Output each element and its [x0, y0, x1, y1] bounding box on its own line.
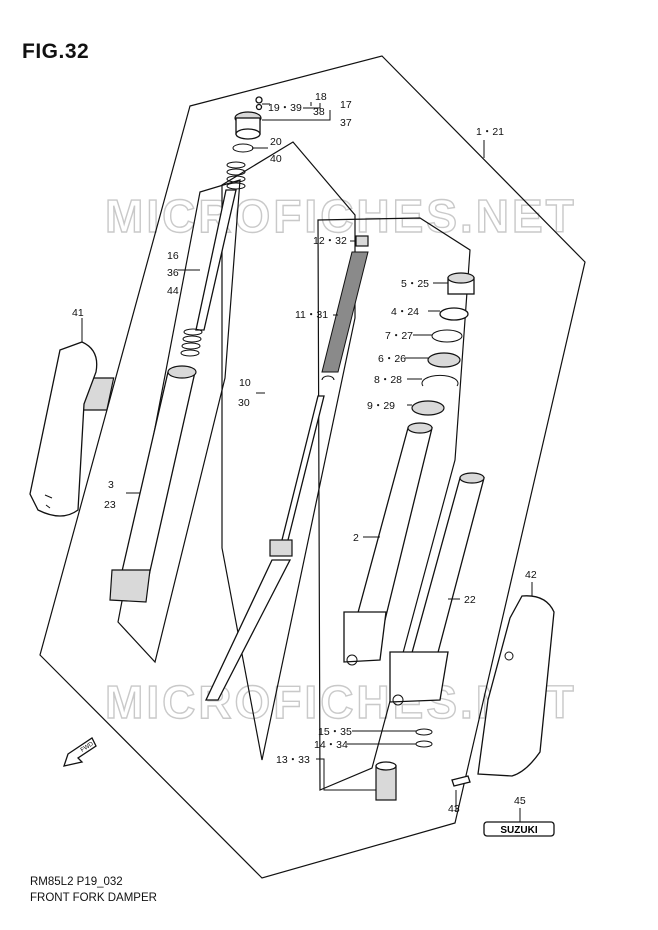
damper-rod-left — [195, 189, 237, 331]
callout-45: 45 — [514, 795, 526, 807]
callout-41: 41 — [72, 307, 84, 319]
suzuki-emblem: SUZUKI — [483, 821, 555, 837]
outer-frame — [39, 55, 586, 879]
middle-frame-cylinder — [117, 179, 241, 664]
right-frame-tubes — [317, 217, 471, 791]
callout-18: 18 — [315, 91, 327, 103]
fork-guard-right — [451, 595, 555, 787]
callout-43: 43 — [448, 803, 460, 815]
center-bolt-assembly — [375, 728, 433, 801]
callout-16: 16 — [167, 250, 179, 262]
cap-o-ring — [232, 143, 254, 153]
rebound-spring — [226, 161, 246, 190]
outer-tube-22 — [389, 472, 485, 706]
callout-38: 38 — [313, 106, 325, 118]
slide-metal — [355, 235, 369, 247]
outer-tube-2 — [343, 422, 433, 666]
callout-labels: 18 19・39 38 17 37 20 40 1・21 12・32 16 36… — [72, 91, 537, 815]
callout-9-29: 9・29 — [367, 400, 395, 412]
inner-tube-cylinder — [76, 365, 197, 603]
damper-spring-lower — [180, 328, 203, 357]
callout-8-28: 8・28 — [374, 374, 402, 386]
callout-5-25: 5・25 — [401, 278, 429, 290]
callout-12-32: 12・32 — [313, 235, 347, 247]
callout-40: 40 — [270, 153, 282, 165]
callout-15-35: 15・35 — [318, 726, 352, 738]
callout-19-39: 19・39 — [268, 102, 302, 114]
callout-42: 42 — [525, 569, 537, 581]
callout-44: 44 — [167, 285, 179, 297]
figure-title: FIG.32 — [22, 40, 90, 63]
callout-2: 2 — [353, 532, 359, 544]
piston-rod — [279, 395, 325, 549]
callout-7-27: 7・27 — [385, 330, 413, 342]
callout-37: 37 — [340, 117, 352, 129]
leader-lines — [81, 102, 533, 822]
diagram-code: RM85L2 P19_032 — [30, 876, 123, 888]
callout-14-34: 14・34 — [314, 739, 348, 751]
callout-36: 36 — [167, 267, 179, 279]
oil-seal-rings — [411, 272, 475, 416]
callout-23: 23 — [104, 499, 116, 511]
callout-22: 22 — [464, 594, 476, 606]
callout-10: 10 — [239, 377, 251, 389]
damper-tube — [204, 559, 292, 701]
diagram-name: FRONT FORK DAMPER — [30, 892, 157, 904]
suzuki-emblem-text: SUZUKI — [500, 825, 537, 836]
fork-guard-left — [29, 341, 98, 517]
callout-3: 3 — [108, 479, 114, 491]
watermark-top: MICROFICHES.NET — [105, 190, 577, 242]
damper-cap-bolt — [234, 96, 263, 140]
rod-nut — [269, 539, 293, 557]
callout-6-26: 6・26 — [378, 353, 406, 365]
callout-11-31: 11・31 — [295, 309, 328, 321]
guide-bushing — [321, 251, 369, 373]
callout-1-21: 1・21 — [476, 126, 504, 138]
circlip — [321, 375, 335, 381]
callout-17: 17 — [340, 99, 352, 111]
callout-4-24: 4・24 — [391, 306, 419, 318]
fwd-arrow: FWD — [63, 737, 97, 767]
callout-20: 20 — [270, 136, 282, 148]
callout-30: 30 — [238, 397, 250, 409]
callout-13-33: 13・33 — [276, 754, 310, 766]
